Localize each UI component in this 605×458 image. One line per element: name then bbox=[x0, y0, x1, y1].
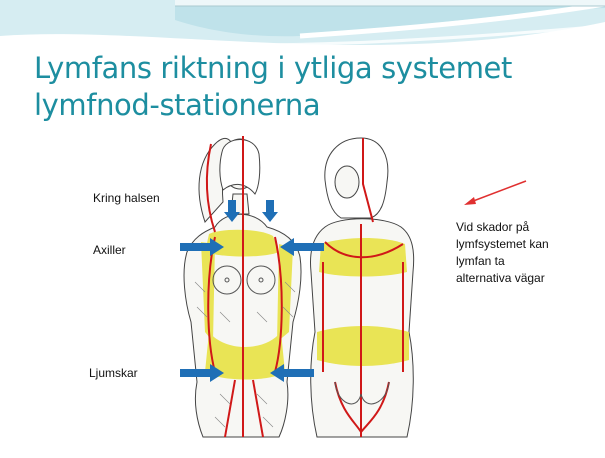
blue-arrow-right-left-groin-icon bbox=[180, 364, 224, 382]
label-neck: Kring halsen bbox=[93, 191, 160, 205]
title-line-1: Lymfans riktning i ytliga systemet bbox=[34, 50, 594, 87]
side-note: Vid skador på lymfsystemet kan lymfan ta… bbox=[456, 219, 596, 287]
blue-arrow-left-right-armpit-icon bbox=[280, 238, 324, 256]
red-arrow-icon bbox=[460, 178, 532, 208]
blue-arrow-down-neck-left-icon bbox=[224, 200, 240, 222]
note-line-2: lymfsystemet kan bbox=[456, 236, 596, 253]
title-line-2: lymfnod-stationerna bbox=[34, 87, 594, 124]
note-line-1: Vid skador på bbox=[456, 219, 596, 236]
lymph-body-illustration bbox=[175, 132, 455, 442]
label-groin: Ljumskar bbox=[89, 366, 138, 380]
blue-arrow-left-right-groin-icon bbox=[270, 364, 314, 382]
blue-arrow-down-neck-right-icon bbox=[262, 200, 278, 222]
slide-title: Lymfans riktning i ytliga systemet lymfn… bbox=[34, 50, 594, 124]
note-line-4: alternativa vägar bbox=[456, 270, 596, 287]
label-armpits: Axiller bbox=[93, 243, 126, 257]
blue-arrow-right-left-armpit-icon bbox=[180, 238, 224, 256]
note-line-3: lymfan ta bbox=[456, 253, 596, 270]
